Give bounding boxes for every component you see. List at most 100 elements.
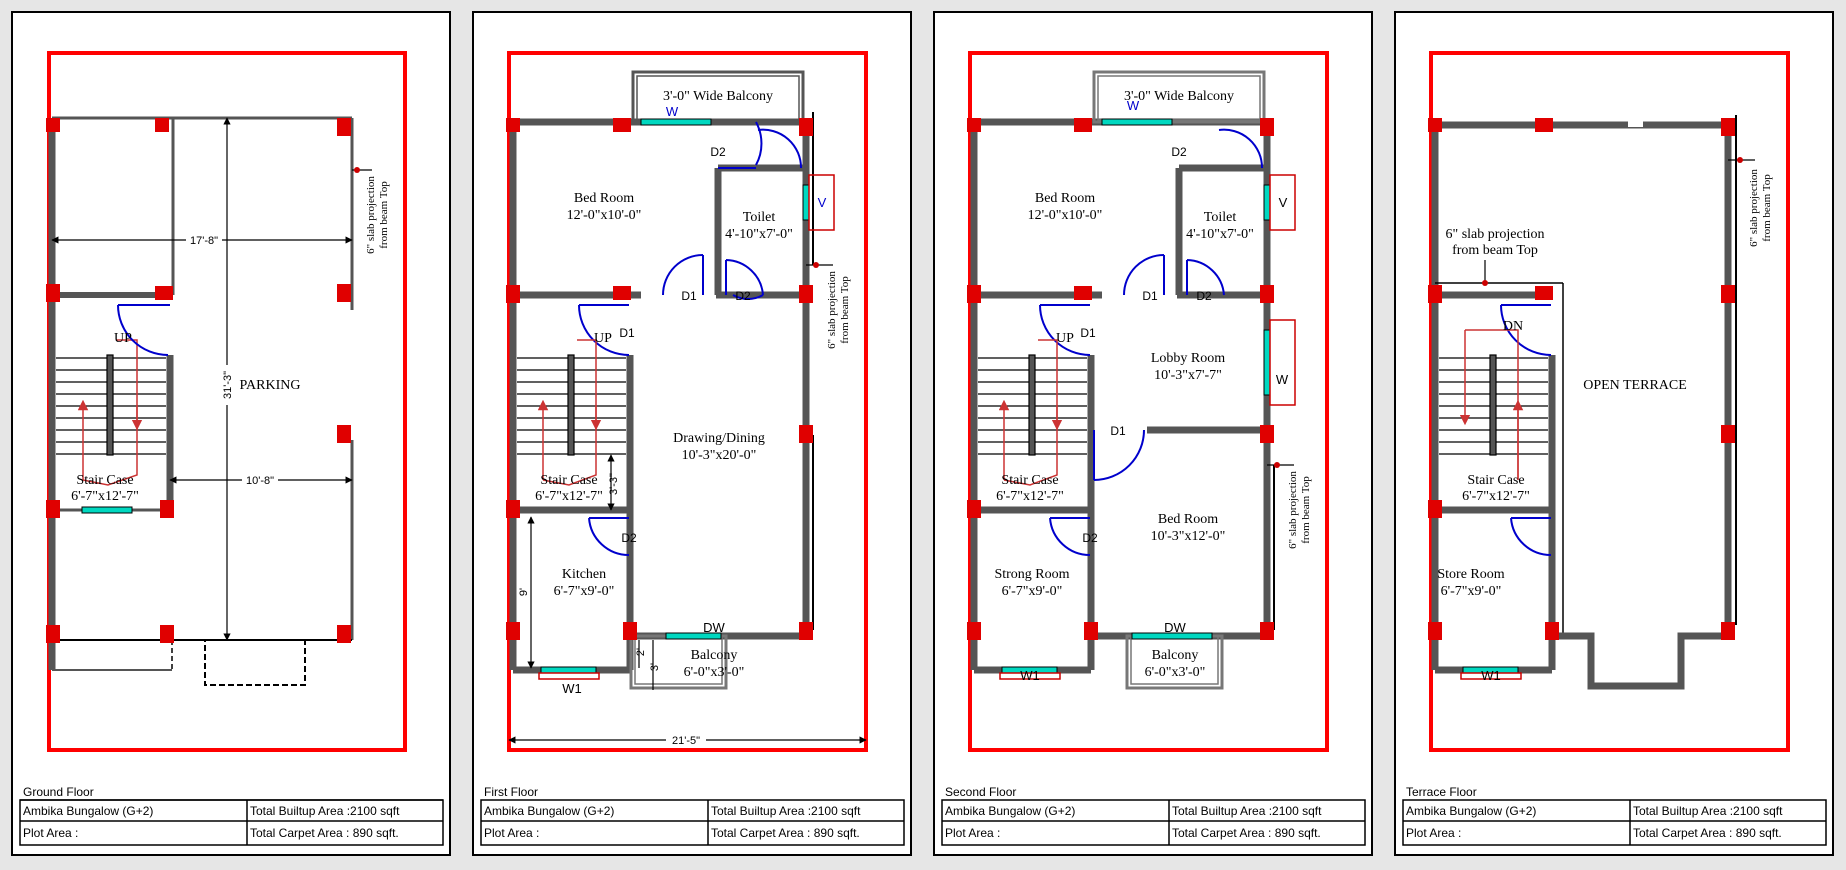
slab-note-b2: from beam Top xyxy=(1761,174,1773,242)
w1-sill xyxy=(1460,672,1522,680)
sheet-terrace-floor: 6" slab projection from beam Top 6" slab… xyxy=(1394,11,1834,856)
up-label: UP xyxy=(1056,331,1074,346)
slab-note-a1: 6" slab projection xyxy=(1445,227,1544,242)
window-w: W xyxy=(1127,98,1140,113)
carpet-area: Total Carpet Area : 890 sqft. xyxy=(250,826,399,840)
walls xyxy=(1431,115,1737,690)
columns xyxy=(967,118,1274,640)
dim-3: 3' xyxy=(649,663,661,671)
door-d2-c: D2 xyxy=(621,531,637,545)
lobby-size: 10'-3"x7'-7" xyxy=(1154,368,1222,383)
drawing-size: 10'-3"x20'-0" xyxy=(682,448,757,463)
door-d2-b: D2 xyxy=(735,289,751,303)
parking-label: PARKING xyxy=(240,378,301,393)
lobby-name: Lobby Room xyxy=(1151,351,1225,366)
door-dw: DW xyxy=(1164,620,1186,635)
stair-arrows xyxy=(1459,329,1524,480)
stair-name: Stair Case xyxy=(76,473,133,488)
dim-width: 17'-8" xyxy=(190,235,218,247)
builtup-area: Total Builtup Area :2100 sqft xyxy=(250,804,400,818)
columns xyxy=(1428,118,1735,640)
storeroom-name: Store Room xyxy=(1437,567,1504,582)
stair-name: Stair Case xyxy=(1467,473,1524,488)
project-name: Ambika Bungalow (G+2) xyxy=(484,804,614,818)
window xyxy=(81,506,133,514)
builtup-area: Total Builtup Area :2100 sqft xyxy=(1172,804,1322,818)
toilet-size: 4'-10"x7'-0" xyxy=(725,227,793,242)
balcony-name: Balcony xyxy=(1152,648,1199,663)
slab-note-1: 6" slab projection xyxy=(365,176,377,254)
strongroom-size: 6'-7"x9'-0" xyxy=(1002,584,1063,599)
door-d2-c: D2 xyxy=(1082,531,1098,545)
toilet-name: Toilet xyxy=(1204,210,1237,225)
sheet-frame xyxy=(1394,11,1834,856)
door-swing xyxy=(117,304,169,356)
plot-area: Plot Area : xyxy=(1406,826,1461,840)
toilet-size: 4'-10"x7'-0" xyxy=(1186,227,1254,242)
balcony-top: 3'-0" Wide Balcony xyxy=(663,89,773,104)
carpet-area: Total Carpet Area : 890 sqft. xyxy=(1633,826,1782,840)
door-d2-top: D2 xyxy=(710,145,726,159)
sheet-frame xyxy=(11,11,451,856)
sheet-second-floor: 3'-0" Wide Balcony W D2 Bed Room 12'-0"x… xyxy=(933,11,1373,856)
open-terrace-label: OPEN TERRACE xyxy=(1583,378,1687,393)
doors xyxy=(578,121,803,557)
dim-2: 2' xyxy=(635,648,647,656)
plot-area: Plot Area : xyxy=(23,826,78,840)
dn-label: DN xyxy=(1503,319,1523,334)
up-label: UP xyxy=(114,331,132,346)
door-d1-c: D1 xyxy=(1110,424,1126,438)
window-w1: W1 xyxy=(562,681,582,696)
door-d1-b: D1 xyxy=(1080,326,1096,340)
slab-note-b1: 6" slab projection xyxy=(1748,169,1760,247)
builtup-area: Total Builtup Area :2100 sqft xyxy=(711,804,861,818)
stair-size: 6'-7"x12'-7" xyxy=(996,489,1064,504)
stair xyxy=(56,354,166,456)
plot-boundary xyxy=(1429,51,1790,752)
door-d2-top: D2 xyxy=(1171,145,1187,159)
plot-boundary xyxy=(507,51,868,752)
door-dw: DW xyxy=(703,620,725,635)
stair-size: 6'-7"x12'-7" xyxy=(1462,489,1530,504)
bedroom-name: Bed Room xyxy=(1035,191,1095,206)
project-name: Ambika Bungalow (G+2) xyxy=(945,804,1075,818)
dim-length: 31'-3" xyxy=(222,371,234,399)
slab-note-1: 6" slab projection xyxy=(826,271,838,349)
stair-arrows xyxy=(77,339,143,486)
kitchen-name: Kitchen xyxy=(562,567,606,582)
slab-note-a2: from beam Top xyxy=(1452,243,1538,258)
title-block xyxy=(19,799,444,846)
vent-box xyxy=(808,174,835,231)
project-name: Ambika Bungalow (G+2) xyxy=(1406,804,1536,818)
door-d2-b: D2 xyxy=(1196,289,1212,303)
columns xyxy=(46,118,351,643)
window-box xyxy=(1269,319,1296,406)
plot-area: Plot Area : xyxy=(945,826,1000,840)
plot-boundary xyxy=(968,51,1329,752)
plot-area: Plot Area : xyxy=(484,826,539,840)
slab-note-2: from beam Top xyxy=(839,276,851,344)
window-w: W xyxy=(666,104,679,119)
bedroom-size: 12'-0"x10'-0" xyxy=(1028,208,1103,223)
window-w1: W1 xyxy=(1020,668,1040,683)
stair-name: Stair Case xyxy=(540,473,597,488)
doors xyxy=(1500,304,1552,557)
floor-title: Second Floor xyxy=(945,785,1016,799)
sheet-frame xyxy=(472,11,912,856)
sheet-ground-floor: 17'-8" 31'-3" 10'-8" PARKING UP Stair Ca… xyxy=(11,11,451,856)
slab-note-2: from beam Top xyxy=(378,181,390,249)
floor-title: Terrace Floor xyxy=(1406,785,1477,799)
stair xyxy=(1439,354,1548,456)
balcony-size: 6'-0"x3'-0" xyxy=(684,665,745,680)
balcony-name: Balcony xyxy=(691,648,738,663)
kitchen-size: 6'-7"x9'-0" xyxy=(554,584,615,599)
dim-9: 9' xyxy=(518,588,530,596)
vent-v: V xyxy=(1279,195,1288,210)
balcony-size: 6'-0"x3'-0" xyxy=(1145,665,1206,680)
stair-arrows xyxy=(537,339,602,486)
builtup-area: Total Builtup Area :2100 sqft xyxy=(1633,804,1783,818)
title-block xyxy=(1402,799,1827,846)
dim-inner: 10'-8" xyxy=(246,475,274,487)
doors xyxy=(1039,128,1264,557)
